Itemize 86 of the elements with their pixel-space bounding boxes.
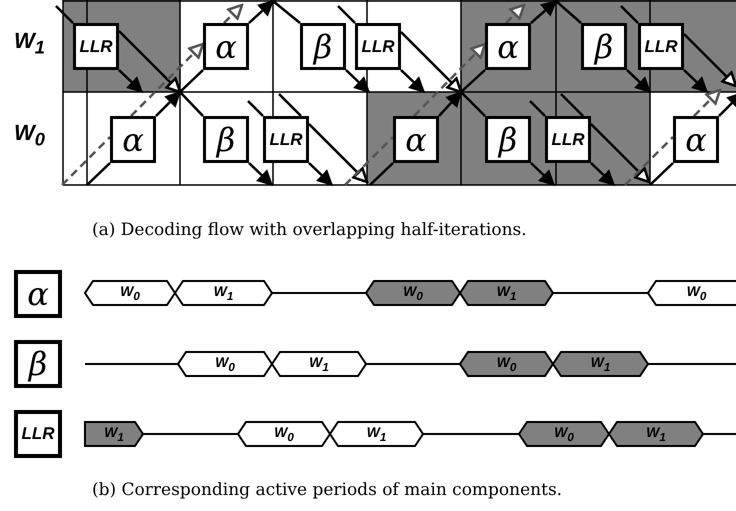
connector-line [648, 363, 736, 365]
process-box: LLR [355, 23, 401, 70]
connector-line [369, 162, 394, 186]
process-box: α [203, 23, 249, 70]
caption: (a) Decoding flow with overlapping half-iterations. [92, 220, 527, 240]
process-box: β [203, 116, 249, 163]
process-box: LLR [638, 23, 684, 70]
connector-line [529, 100, 546, 117]
active-period-segment: W$_{0}$ [366, 280, 460, 306]
process-box: β [300, 23, 346, 70]
active-period-segment: W$_{1}$ [175, 280, 272, 306]
connector-line [61, 136, 111, 186]
connector-line [460, 91, 486, 117]
active-period-segment: W$_{1}$ [272, 351, 366, 377]
process-box: β [581, 23, 627, 70]
connector-line [344, 136, 394, 186]
process-box: α [393, 116, 439, 163]
process-box: LLR [73, 23, 119, 70]
connector-line [179, 91, 204, 117]
arrow [400, 31, 462, 94]
connector-line [703, 433, 736, 435]
connector-line [55, 5, 74, 24]
process-box: α [673, 116, 719, 163]
connector-line [143, 433, 238, 435]
arrow [718, 92, 736, 117]
active-period-segment: W$_{0}$ [460, 351, 553, 377]
active-period-segment: W$_{0}$ [178, 351, 272, 377]
connector-line [247, 100, 264, 117]
arrow [223, 4, 244, 24]
active-period-segment: W$_{1}$ [609, 421, 703, 447]
connector-line [553, 292, 648, 294]
arrow [438, 90, 462, 117]
active-period-segment: W$_{0}$ [85, 280, 175, 306]
process-box: β [485, 116, 531, 163]
arrow [248, 162, 274, 186]
connector-line [649, 162, 674, 186]
arrow [118, 30, 182, 94]
connector-line [560, 93, 584, 117]
arrow [248, 0, 274, 24]
active-period-segment: W$_{1}$ [553, 351, 648, 377]
arrow [683, 69, 708, 94]
connector-line [179, 69, 204, 93]
connector-line [460, 69, 486, 93]
active-period-segment: W$_{1}$ [85, 421, 143, 447]
arrow [530, 0, 558, 24]
component-box: LLR [14, 410, 62, 458]
process-box: LLR [263, 116, 309, 163]
arrow [308, 123, 368, 184]
arrow [118, 69, 144, 94]
connector-line [278, 93, 302, 117]
arrow [155, 90, 182, 117]
active-period-segment: W$_{1}$ [330, 421, 423, 447]
active-period-segment: W$_{0}$ [238, 421, 330, 447]
arrow [400, 69, 426, 94]
connector-line [624, 136, 674, 186]
arrow [505, 4, 526, 24]
process-box: α [110, 116, 156, 163]
connector-line [423, 433, 519, 435]
connector-line [272, 292, 366, 294]
active-period-segment: W$_{0}$ [648, 280, 736, 306]
connector-line [620, 5, 639, 24]
connector-line [85, 363, 178, 365]
arrow [590, 162, 616, 186]
arrow [530, 162, 556, 186]
component-box: α [14, 270, 62, 318]
arrow [693, 88, 722, 117]
arrow [626, 69, 652, 94]
row-label: W$_{1}$ [14, 28, 45, 58]
arrow [345, 69, 370, 94]
connector-line [366, 363, 460, 365]
component-box: β [14, 340, 62, 388]
connector-line [86, 162, 111, 186]
arrow [590, 123, 650, 184]
caption: (b) Corresponding active periods of main components. [92, 480, 562, 500]
arrow [413, 42, 486, 117]
row-label: W$_{0}$ [14, 120, 45, 150]
connector-line [272, 0, 301, 24]
connector-line [337, 5, 356, 24]
process-box: LLR [545, 116, 591, 163]
arrow [683, 33, 736, 88]
connector-line [555, 0, 582, 24]
process-box: α [485, 23, 531, 70]
arrow [308, 162, 334, 186]
active-period-segment: W$_{1}$ [460, 280, 553, 306]
active-period-segment: W$_{0}$ [519, 421, 609, 447]
arrow [130, 42, 204, 117]
